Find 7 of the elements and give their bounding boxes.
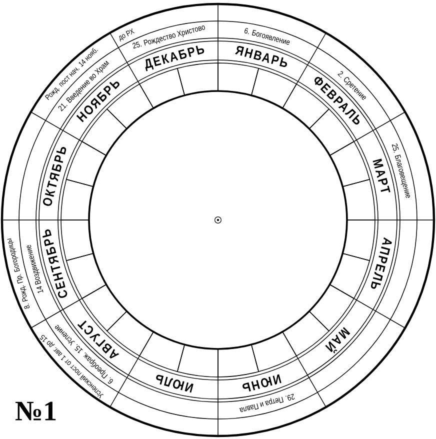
figure-number: №1 (15, 402, 56, 420)
feast-text: 29. Петра и Павла (239, 394, 295, 412)
month-name: ЯНВАРЬ (234, 46, 287, 68)
month-name: МАРТ (372, 158, 390, 192)
month-name: АПРЕЛЬ (370, 237, 392, 289)
month-name: ИЮНЬ (242, 374, 282, 392)
month-name: ИЮЛЬ (156, 374, 194, 393)
